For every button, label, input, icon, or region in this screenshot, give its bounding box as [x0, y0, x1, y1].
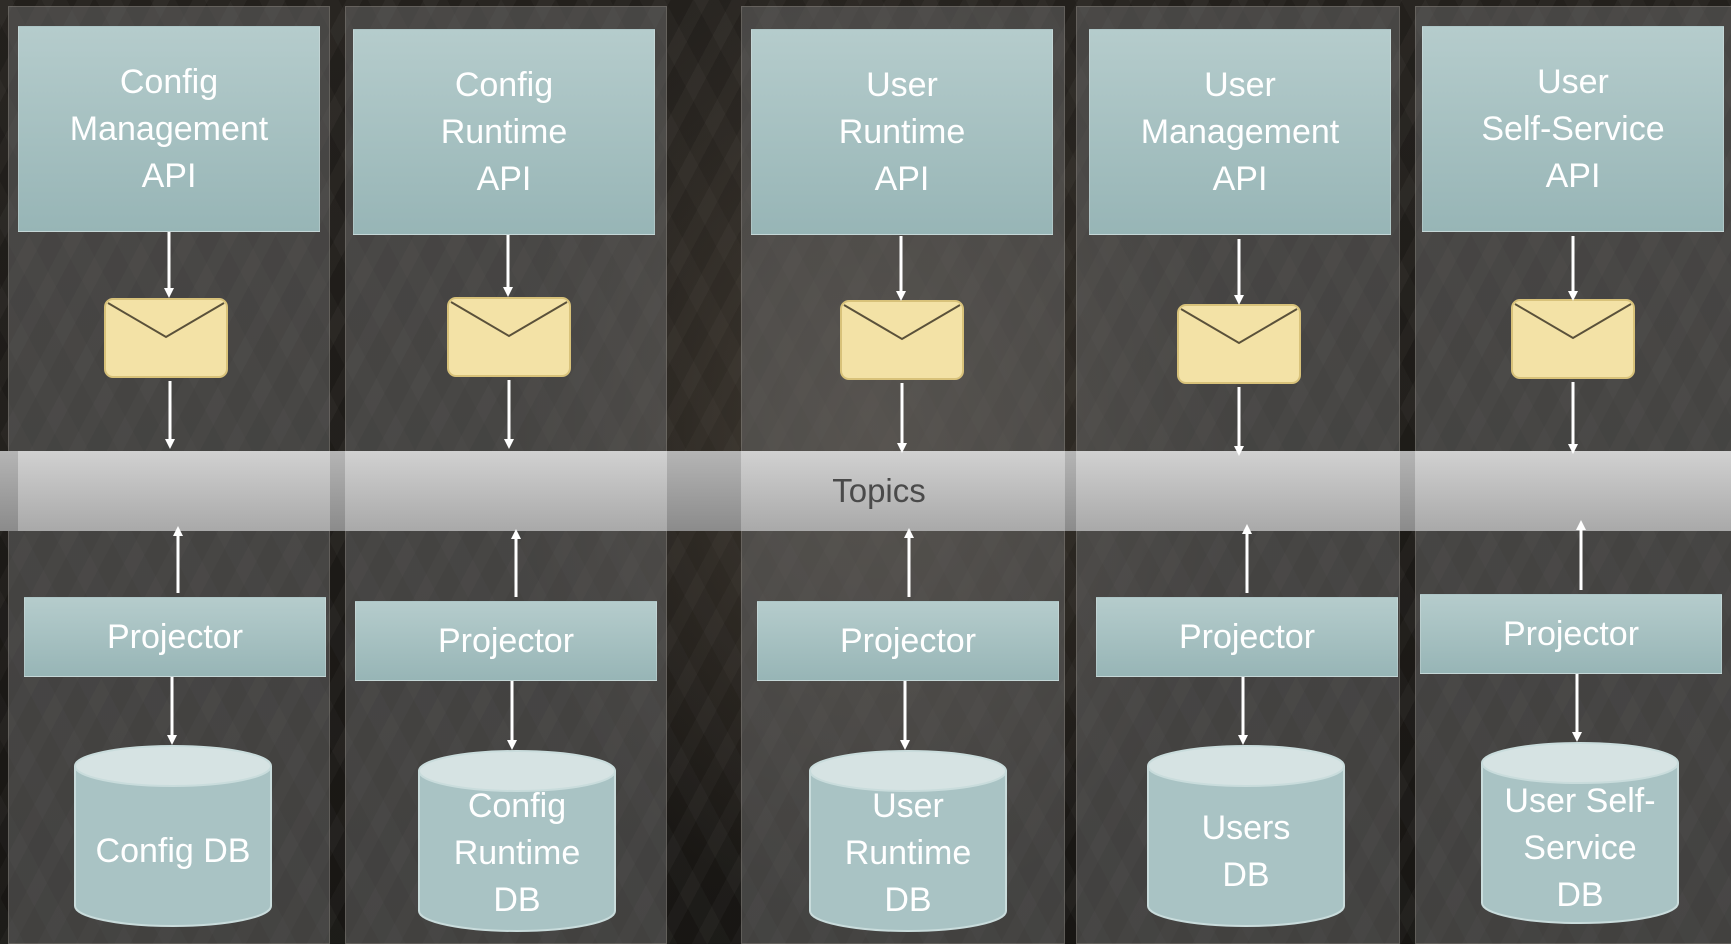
topics-segment-1	[18, 451, 330, 531]
config-management-api-box: Config Management API	[18, 26, 320, 232]
user-runtime-db-label: User Runtime DB	[844, 787, 972, 919]
config-management-projector-box: Projector	[24, 597, 326, 677]
topics-label: Topics	[832, 472, 926, 509]
users-db-label: Users DB	[1201, 808, 1291, 894]
user-self-service-api-box: User Self-Service API	[1422, 26, 1724, 232]
user-runtime-api-box: User Runtime API	[751, 29, 1053, 235]
config-db-label: Config DB	[95, 832, 251, 870]
config-runtime-db-label: Config Runtime DB	[453, 787, 581, 919]
database-cylinder-icon	[1147, 745, 1345, 927]
database-cylinder-icon	[1481, 742, 1679, 924]
envelope-icon	[1511, 299, 1635, 379]
database-cylinder-icon	[74, 745, 272, 927]
database-cylinder-icon	[418, 750, 616, 932]
config-runtime-api-box: Config Runtime API	[353, 29, 655, 235]
topics-segment-4	[1076, 451, 1400, 531]
config-runtime-projector-box: Projector	[355, 601, 657, 681]
envelope-icon	[1177, 304, 1301, 384]
topics-segment-5	[1415, 451, 1731, 531]
envelope-icon	[104, 298, 228, 378]
envelope-icon	[840, 300, 964, 380]
user-management-projector-box: Projector	[1096, 597, 1398, 677]
user-self-service-db-label: User Self- Service DB	[1504, 782, 1656, 914]
user-self-service-projector-box: Projector	[1420, 594, 1722, 674]
envelope-icon	[447, 297, 571, 377]
user-runtime-projector-box: Projector	[757, 601, 1059, 681]
user-management-api-box: User Management API	[1089, 29, 1391, 235]
topics-segment-3	[741, 451, 1065, 531]
topics-segment-2	[345, 451, 667, 531]
database-cylinder-icon	[809, 750, 1007, 932]
